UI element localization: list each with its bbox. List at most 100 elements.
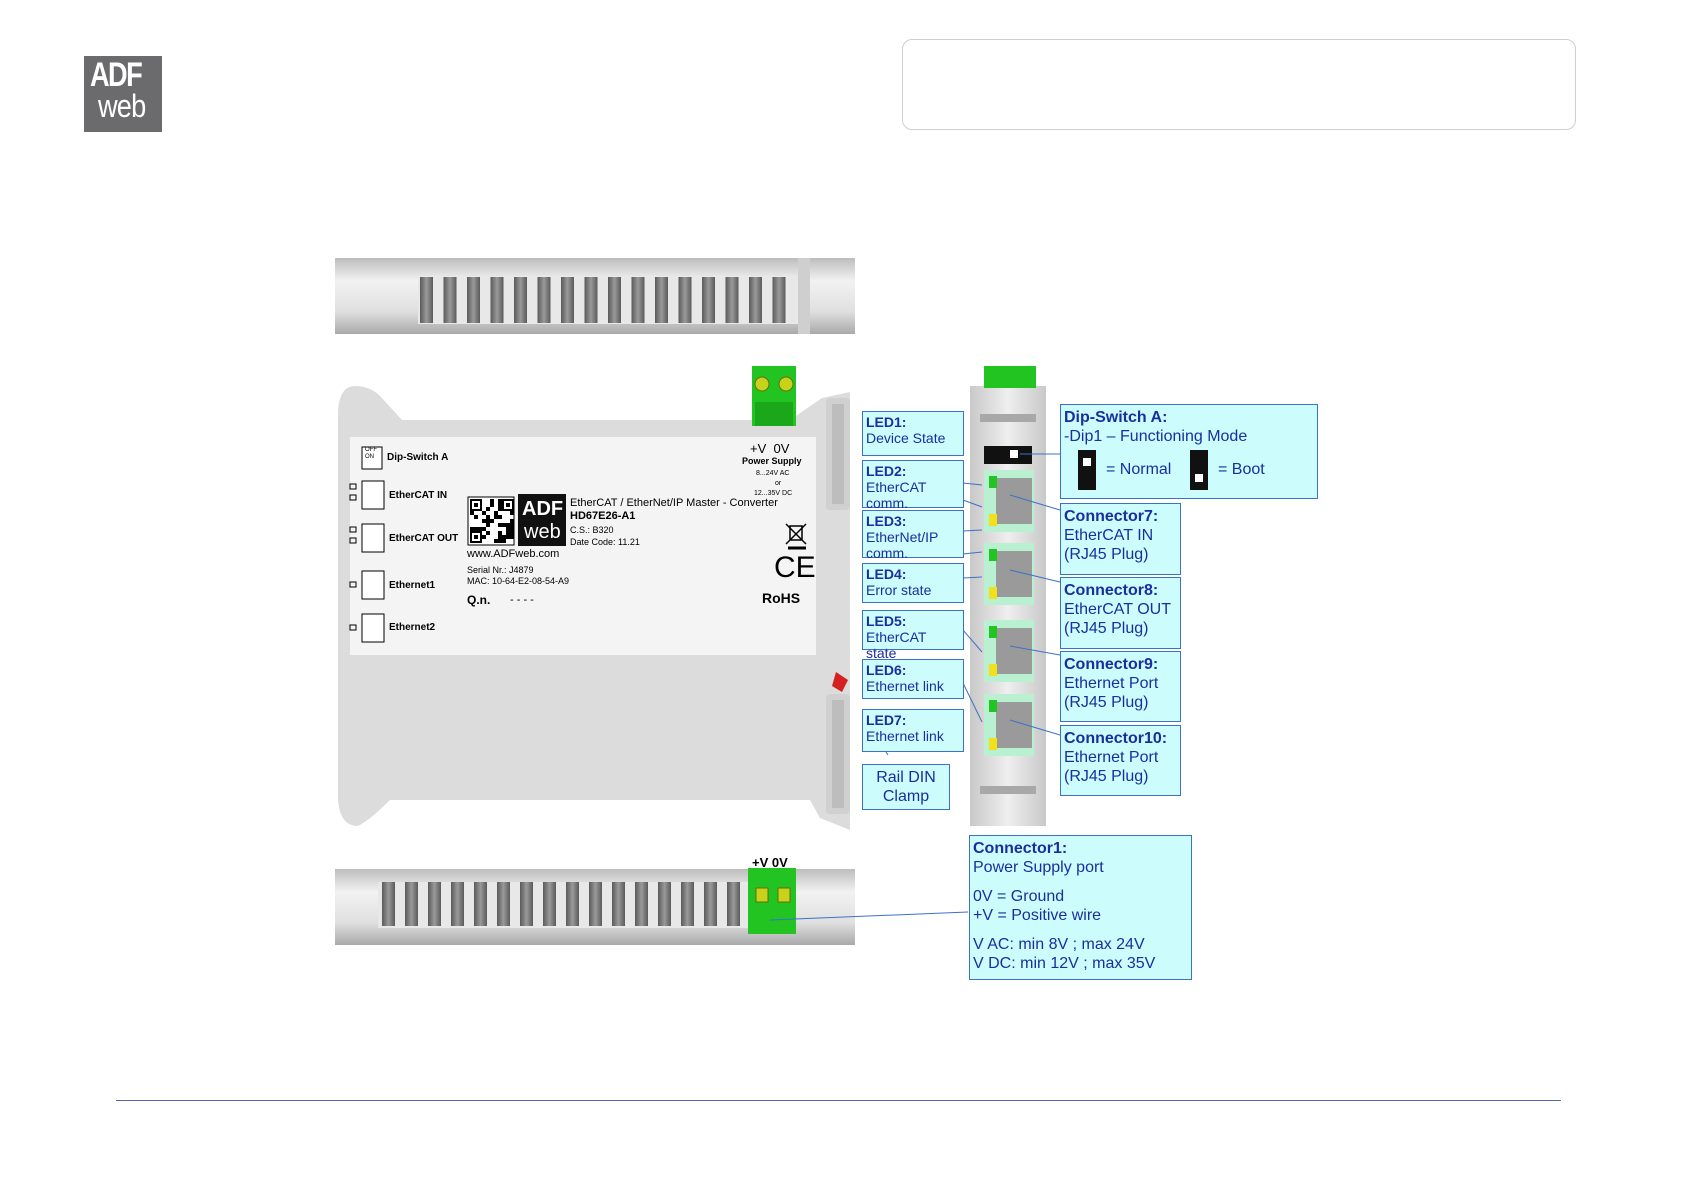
power-ac-range: 8...24V AC: [756, 470, 790, 477]
rail-line2: Clamp: [882, 788, 930, 805]
port-ethernet1-label: Ethernet1: [389, 580, 436, 591]
led4-title: LED4:: [866, 566, 907, 582]
bottom-power-pins: +V 0V: [752, 855, 788, 870]
led3-line1: EtherNet/IP: [866, 529, 939, 545]
led4-line: Error state: [866, 582, 932, 598]
port-ethercat-out-label: EtherCAT OUT: [389, 533, 459, 544]
dip-off-on: OFF ON: [365, 447, 377, 461]
conn1-title: Connector1:: [973, 840, 1068, 857]
conn9-line1: Ethernet Port: [1064, 675, 1159, 692]
callout-led6: LED6: Ethernet link: [862, 659, 964, 699]
dip-off-text: OFF: [365, 447, 377, 453]
callout-led1: LED1: Device State: [862, 411, 964, 456]
led1-title: LED1:: [866, 414, 907, 430]
bottom-view: [335, 868, 855, 945]
conn10-title: Connector10:: [1064, 730, 1168, 747]
led2-line1: EtherCAT: [866, 479, 927, 495]
vent-slot: [537, 277, 551, 323]
device-serial: Serial Nr.: J4879: [467, 565, 534, 575]
adfweb-logo: ADF web: [84, 56, 162, 132]
vent-slot: [566, 882, 579, 926]
conn1-line5: V DC: min 12V ; max 35V: [973, 955, 1156, 972]
rail-line1: Rail DIN: [876, 769, 936, 786]
top-view: [335, 258, 855, 334]
callout-connector8: Connector8: EtherCAT OUT (RJ45 Plug): [1060, 577, 1181, 649]
device-side: [970, 366, 1046, 826]
conn9-title: Connector9:: [1064, 656, 1159, 673]
power-dc-range: 12...35V DC: [754, 490, 793, 497]
device-date-code: Date Code: 11.21: [570, 537, 640, 547]
led-yellow: [989, 587, 997, 599]
conn10-line1: Ethernet Port: [1064, 749, 1159, 766]
vent-slot: [443, 277, 457, 323]
vent-slot: [514, 277, 527, 323]
vent-slot: [405, 882, 418, 926]
device-model: HD67E26-A1: [570, 510, 636, 522]
led6-title: LED6:: [866, 662, 907, 678]
led3-title: LED3:: [866, 513, 907, 529]
led5-line: EtherCAT state: [866, 629, 927, 661]
led2-title: LED2:: [866, 463, 907, 479]
conn1-line2: 0V = Ground: [973, 888, 1065, 905]
vent-slot: [497, 882, 510, 926]
vent-slot: [451, 882, 464, 926]
vent-slot: [702, 277, 715, 323]
vent-slot: [725, 277, 739, 323]
logo-line1: ADF: [90, 56, 143, 94]
conn8-title: Connector8:: [1064, 582, 1159, 599]
vent-slot: [420, 277, 433, 323]
conn7-title: Connector7:: [1064, 508, 1159, 525]
rohs-mark: RoHS: [762, 590, 801, 606]
vent-slot: [681, 882, 694, 926]
port-ethercat-in-label: EtherCAT IN: [389, 490, 448, 501]
vent-slot: [727, 882, 740, 926]
conn8-line2: (RJ45 Plug): [1064, 620, 1149, 637]
dip-switch-label: Dip-Switch A: [387, 452, 449, 463]
led6-line: Ethernet link: [866, 678, 944, 694]
vent-slot: [608, 277, 621, 323]
vent-slot: [428, 882, 441, 926]
power-supply-title: Power Supply: [742, 456, 802, 466]
led1-line: Device State: [866, 430, 946, 446]
conn9-line2: (RJ45 Plug): [1064, 694, 1149, 711]
led-green: [989, 626, 997, 638]
vent-slot: [561, 277, 574, 323]
led-yellow: [989, 738, 997, 750]
led7-title: LED7:: [866, 712, 907, 728]
vent-slot: [589, 882, 602, 926]
callout-connector1: Connector1: Power Supply port 0V = Groun…: [969, 835, 1192, 980]
svg-text:ADF: ADF: [522, 498, 563, 520]
vent-slot: [631, 277, 645, 323]
callout-led4: LED4: Error state: [862, 563, 964, 603]
qn-value: - - - -: [510, 594, 534, 606]
logo-line2: web: [98, 88, 146, 124]
vent-slot: [474, 882, 487, 926]
conn7-line2: (RJ45 Plug): [1064, 546, 1149, 563]
dip-on-text: ON: [365, 454, 374, 460]
callout-connector10: Connector10: Ethernet Port (RJ45 Plug): [1060, 725, 1181, 796]
callout-connector7: Connector7: EtherCAT IN (RJ45 Plug): [1060, 503, 1181, 575]
led-green: [989, 476, 997, 488]
conn8-line1: EtherCAT OUT: [1064, 601, 1171, 618]
led-yellow: [989, 664, 997, 676]
port-ethernet2-label: Ethernet2: [389, 622, 436, 633]
svg-text:web: web: [523, 521, 561, 543]
led-green: [989, 700, 997, 712]
header-box: [902, 39, 1576, 130]
dip-normal-text: = Normal: [1106, 461, 1172, 478]
device-cs: C.S.: B320: [570, 525, 614, 535]
led3-line2: comm.: [866, 545, 908, 561]
device-description: EtherCAT / EtherNet/IP Master - Converte…: [570, 497, 778, 509]
conn1-line4: V AC: min 8V ; max 24V: [973, 936, 1145, 953]
callout-led2: LED2: EtherCAT comm.: [862, 460, 964, 511]
vent-slot: [678, 277, 692, 323]
callout-dip-switch-a: Dip-Switch A: -Dip1 – Functioning Mode =…: [1060, 404, 1318, 499]
led-green: [989, 549, 997, 561]
vent-slot: [584, 277, 598, 323]
dip-normal-icon: [1078, 450, 1096, 490]
vent-slot: [467, 277, 480, 323]
vent-slot: [772, 277, 786, 323]
callout-led5: LED5: EtherCAT state: [862, 610, 964, 661]
led-yellow: [989, 514, 997, 526]
